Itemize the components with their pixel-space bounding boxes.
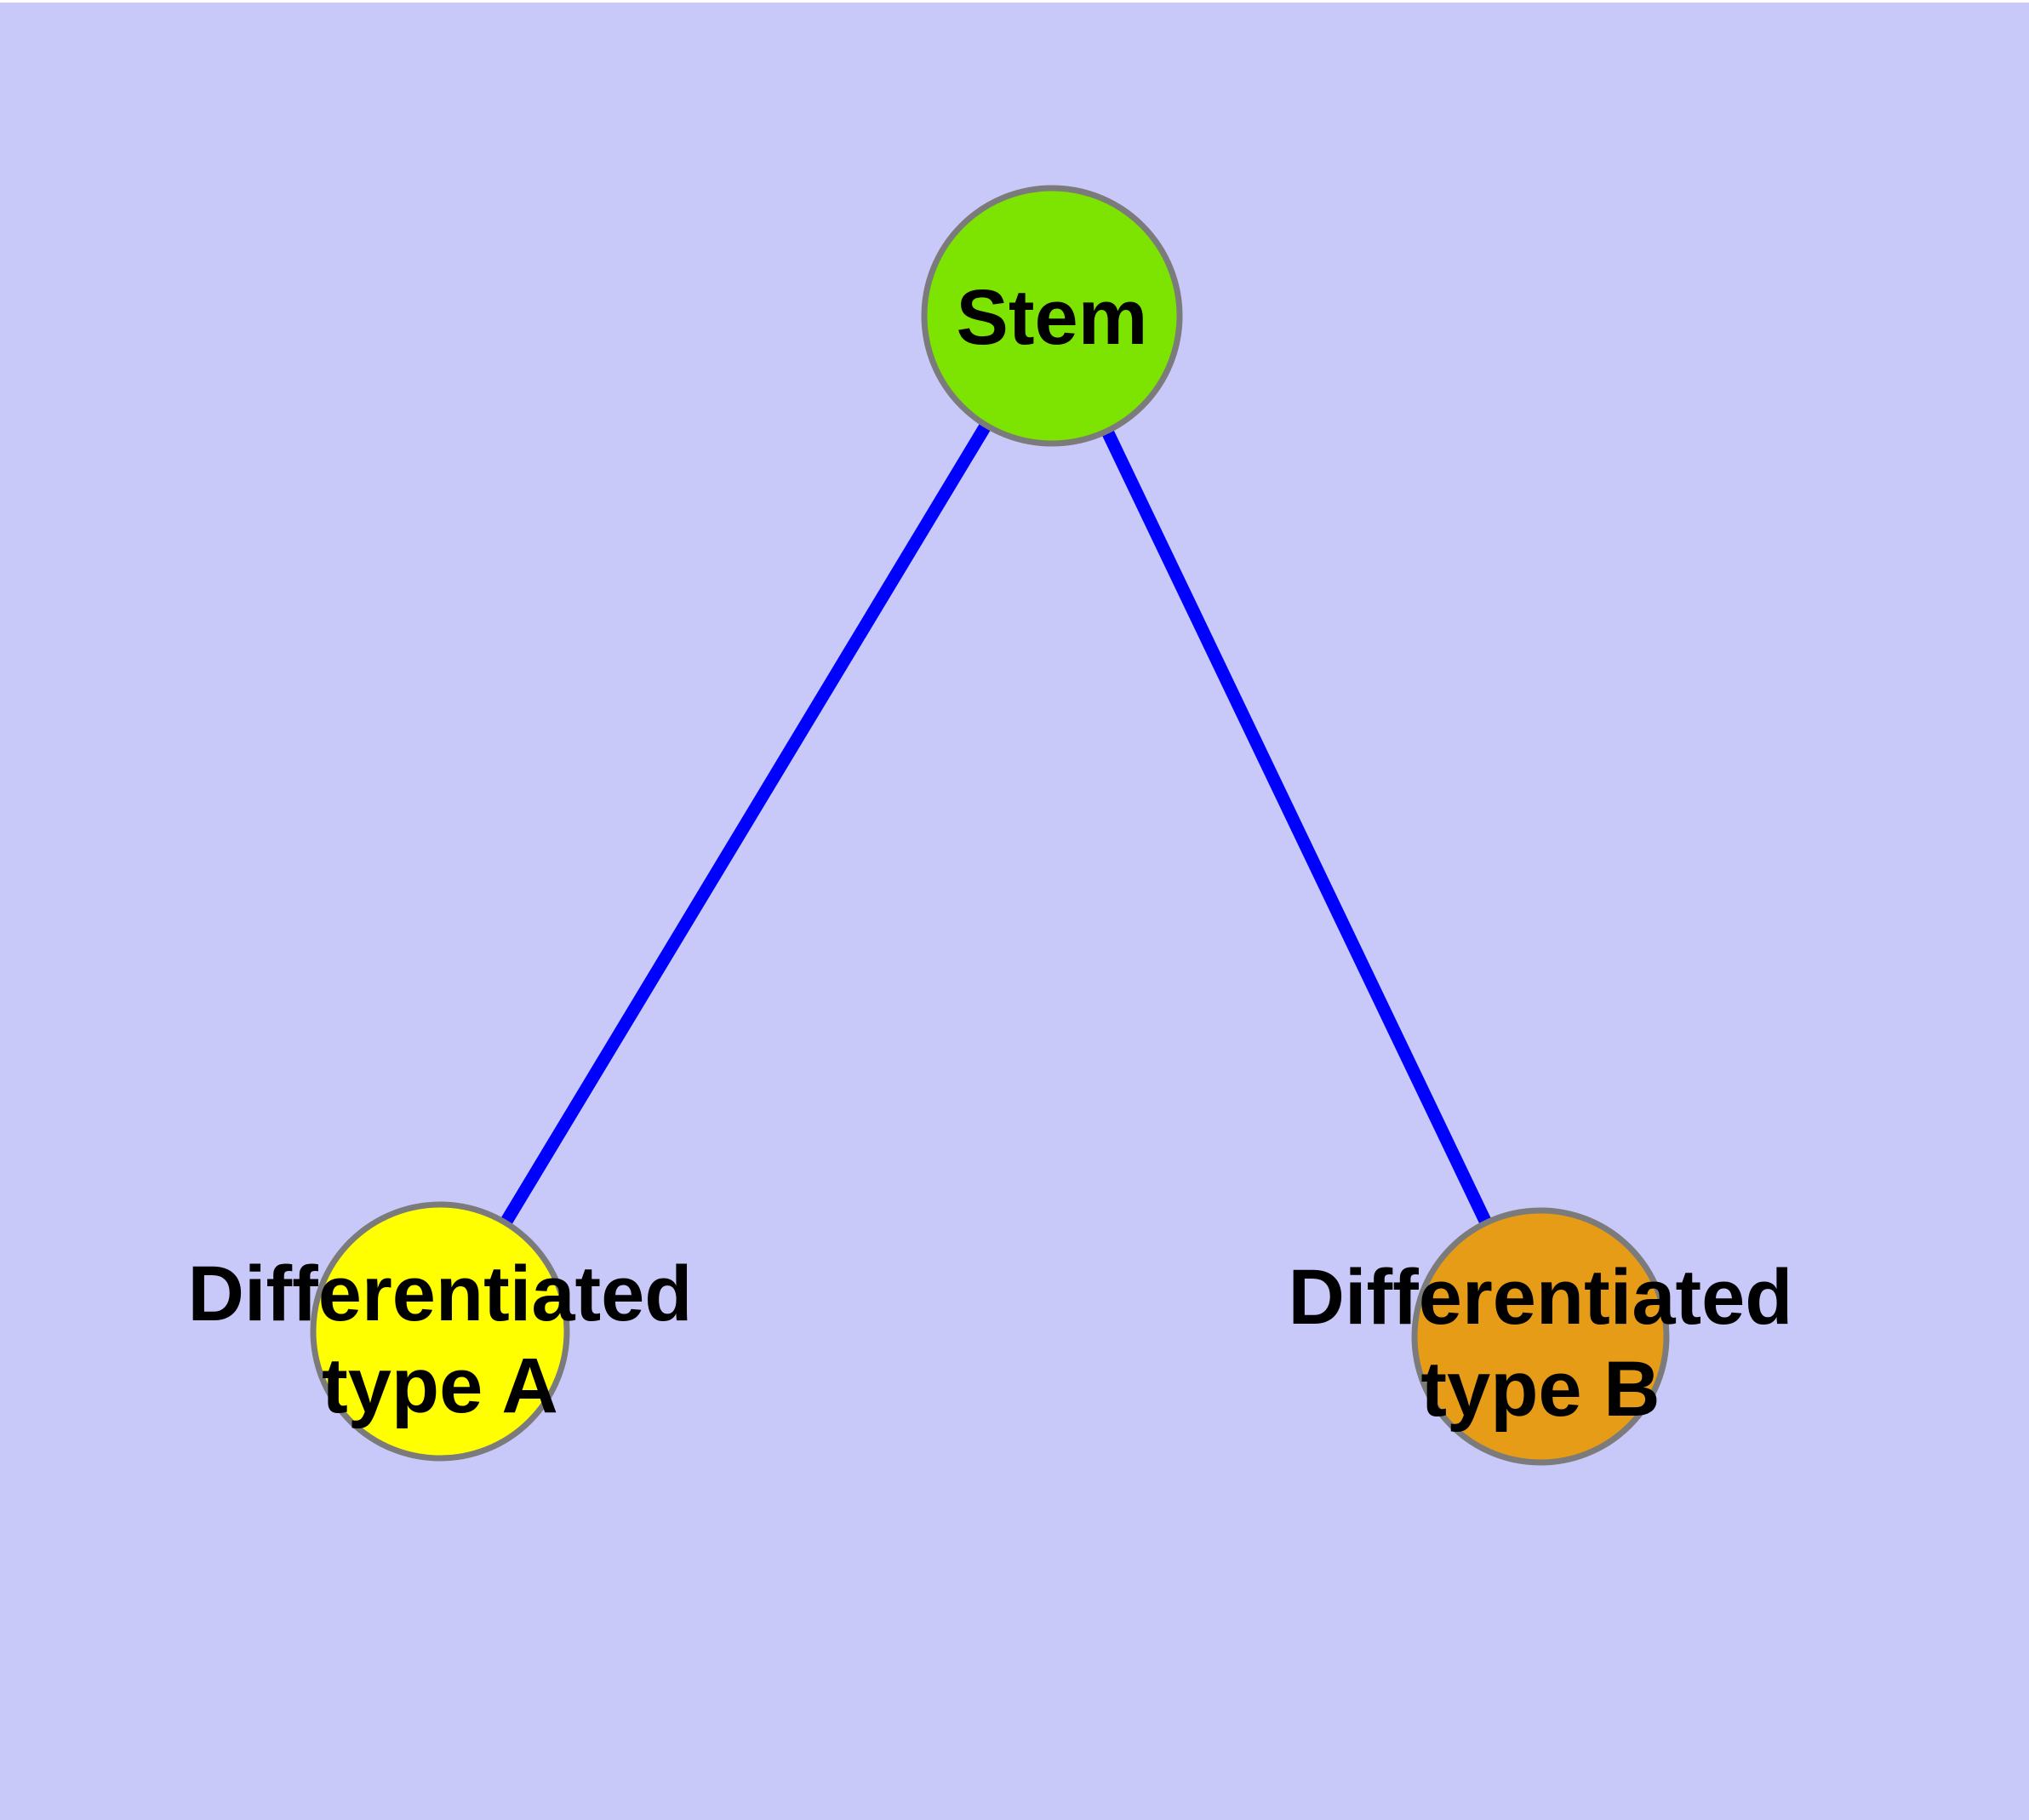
node-stem-label: Stem xyxy=(957,274,1148,361)
node-stem xyxy=(921,185,1183,447)
node-type-a-label-line-2: type A xyxy=(322,1342,558,1429)
edge-stem-to-type-a xyxy=(434,312,1058,1335)
node-differentiated-type-b xyxy=(1411,1207,1670,1466)
node-type-b-label-line-2: type B xyxy=(1420,1346,1660,1433)
edge-stem-to-type-b xyxy=(1046,312,1546,1340)
node-type-a-label-line-1: Differentiated xyxy=(188,1251,693,1337)
node-type-b-label-line-1: Differentiated xyxy=(1289,1254,1793,1341)
node-differentiated-type-a xyxy=(310,1201,570,1462)
